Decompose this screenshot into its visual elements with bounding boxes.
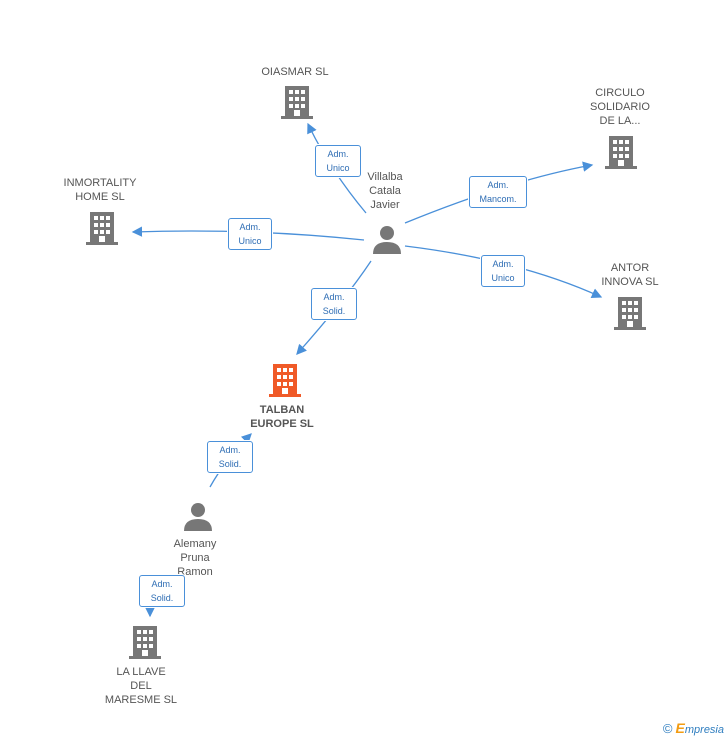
person-label-villalba[interactable]: Villalba Catala Javier — [367, 171, 403, 211]
building-icon[interactable] — [129, 626, 161, 660]
copyright-symbol: © — [662, 721, 673, 736]
brand-name: mpresia — [684, 724, 724, 736]
company-label-antor[interactable]: ANTOR INNOVA SL — [601, 262, 659, 288]
relation-badge-lallave[interactable]: Adm. Solid. — [139, 575, 185, 607]
building-icon[interactable] — [86, 212, 118, 246]
relation-badge-talban-alemany[interactable]: Adm. Solid. — [207, 441, 253, 473]
building-icon[interactable] — [281, 86, 313, 120]
person-icon[interactable] — [372, 224, 402, 254]
relation-badge-antor[interactable]: Adm. Unico — [481, 255, 525, 287]
relation-badge-oiasmar[interactable]: Adm. Unico — [315, 145, 361, 177]
relation-badge-inmortality[interactable]: Adm. Unico — [228, 218, 272, 250]
empresia-brand[interactable]: © Empresia — [663, 720, 724, 736]
building-icon[interactable] — [605, 136, 637, 170]
company-label-oiasmar[interactable]: OIASMAR SL — [261, 66, 329, 78]
company-label-inmortality[interactable]: INMORTALITY HOME SL — [63, 177, 137, 203]
company-label-talban[interactable]: TALBAN EUROPE SL — [250, 404, 314, 430]
brand-initial: E — [675, 720, 685, 736]
person-label-alemany[interactable]: Alemany Pruna Ramon — [173, 538, 217, 578]
company-label-lallave[interactable]: LA LLAVE DEL MARESME SL — [104, 666, 178, 706]
building-icon[interactable] — [614, 297, 646, 331]
person-icon[interactable] — [183, 501, 213, 531]
company-label-circulo[interactable]: CIRCULO SOLIDARIO DE LA... — [590, 87, 650, 127]
relation-badge-circulo[interactable]: Adm. Mancom. — [469, 176, 527, 208]
building-icon-main[interactable] — [269, 364, 301, 398]
relation-badge-talban-villalba[interactable]: Adm. Solid. — [311, 288, 357, 320]
